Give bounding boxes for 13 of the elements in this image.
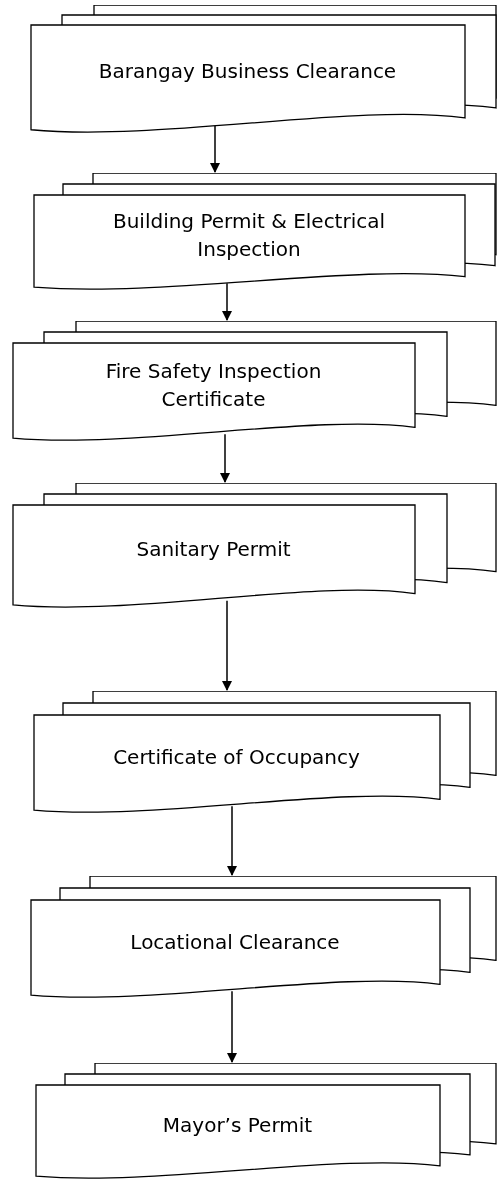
arrow	[227, 990, 237, 1063]
document-label: Certificate of Occupancy	[113, 743, 360, 771]
document-label: Fire Safety Inspection Certificate	[104, 357, 323, 413]
document-label: Building Permit & Electrical Inspection	[111, 208, 387, 264]
arrow	[220, 433, 230, 483]
document-label: Sanitary Permit	[136, 535, 291, 563]
arrow	[222, 282, 232, 321]
arrow	[227, 805, 237, 876]
document-label: Barangay Business Clearance	[98, 57, 397, 85]
document-label: Mayor’s Permit	[162, 1111, 313, 1139]
arrow	[210, 124, 220, 173]
arrow	[222, 600, 232, 691]
document-label: Locational Clearance	[130, 928, 340, 956]
